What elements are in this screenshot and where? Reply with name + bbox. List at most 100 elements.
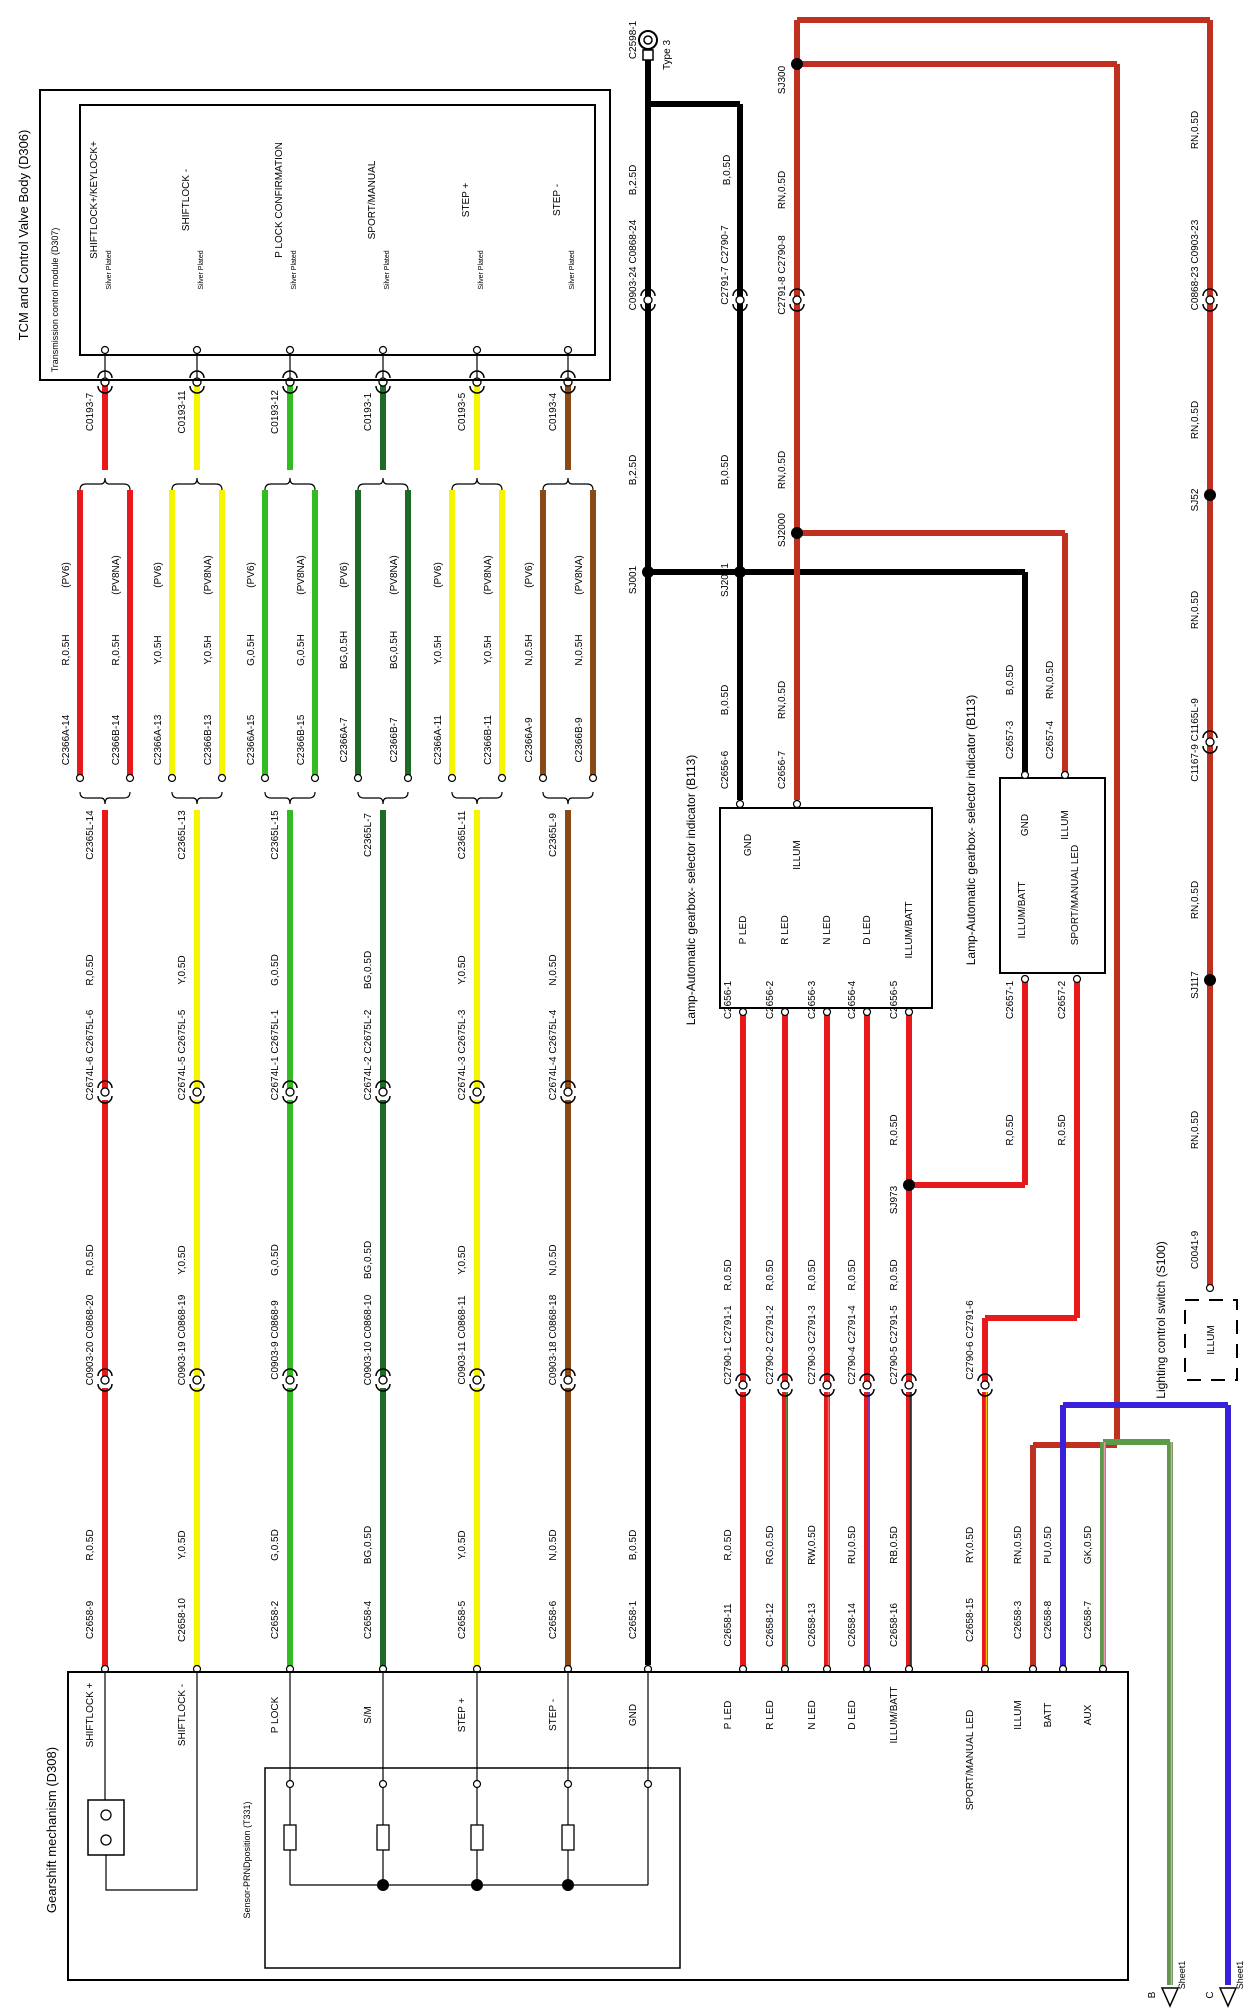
split-brace [451,477,503,491]
join-brace [79,791,131,805]
c2674-connector [100,1087,110,1097]
c2366b-label: C2366B-15 [296,714,307,765]
lamp1-pin [904,1007,914,1017]
wire-label: RN,0.5D [777,171,788,209]
c2366a-label: C2366A-14 [61,714,72,765]
gearshift-pin-label: SHIFTLOCK - [177,1684,188,1746]
lamp1-pin-label: N LED [822,915,833,944]
c2658-1-label: C2658-1 [628,1600,639,1639]
c2658-label: C2658-14 [847,1603,858,1647]
tcm-pin [472,345,482,355]
silver-plated-label: Silver Plated [106,250,113,289]
join-brace [264,791,316,805]
c2656-label: C2656-2 [765,980,776,1019]
c0903-connector [282,1383,298,1392]
c0193-label: C0193-5 [457,392,468,431]
wire-label: R,0.5D [85,1244,96,1275]
wire-label: GK,0.5D [1083,1526,1094,1564]
c2366a-pin [75,773,85,783]
c2790-6-label: C2790-6 C2791-6 [965,1300,976,1380]
c2365l-label: C2365L-11 [457,810,468,859]
c0903-connector [97,1368,113,1377]
c2674-connector [563,1087,573,1097]
c2656-label: C2656-1 [723,980,734,1019]
c2674-connector [560,1095,576,1104]
lamp1-illum-label: ILLUM [792,840,803,869]
wire-label: Y,0.5D [457,1530,468,1559]
pv6-label: (PV6) [433,562,444,588]
c2790-connector [735,1373,751,1382]
sensor-label: Sensor-PRNDposition (T331) [242,1801,252,1918]
sheet-c-arrow [1218,1987,1238,2008]
c2790-connector [859,1388,875,1397]
wire-label: RW,0.5D [807,1525,818,1565]
c2658-label: C2658-9 [85,1600,96,1639]
lamp1-pin-label: ILLUM/BATT [904,901,915,958]
c2790-6-connector [980,1380,990,1390]
c0193-connector [469,385,485,394]
tcm-pin [563,345,573,355]
c0903-connector [192,1375,202,1385]
c0193-connector [375,385,391,394]
wire-label: G,0.5D [270,954,281,986]
sj300-label: SJ300 [777,65,788,94]
sheet-b-label: B [1147,1991,1158,1998]
c0903-label: C0903-18 C0868-18 [548,1294,559,1385]
lamp2-pin-label: ILLUM [1060,810,1071,839]
sheet-c-label: C [1205,1991,1216,1998]
sensor-resistor [470,1824,484,1851]
gearshift-pin-label: GND [628,1704,639,1726]
pv6-label: (PV6) [246,562,257,588]
wire-label: R,0.5D [765,1259,776,1290]
c0903-connector [285,1375,295,1385]
c0903-connector [375,1383,391,1392]
c1167-connector [1202,730,1218,739]
pv6-label: (PV6) [61,562,72,588]
c0193-label: C0193-1 [363,392,374,431]
c0868-23-label: C0868-23 C0903-23 [1190,219,1201,310]
gearshift-pin-label: P LOCK [270,1696,281,1733]
wire-label: RN,0.5D [777,451,788,489]
wire-label: Y,0.5H [203,635,214,664]
split-brace [171,477,223,491]
c0193-connector [560,370,576,379]
c2658-15-label: C2658-15 [965,1598,976,1642]
c2790-connector [777,1373,793,1382]
lamp1-pin [822,1007,832,1017]
c2658-label: C2658-6 [548,1600,559,1639]
lamp1-pin-label: P LED [738,916,749,945]
split-brace [542,477,594,491]
gearshift-pin-label: STEP + [457,1698,468,1733]
c2366b-pin [310,773,320,783]
wire-label: RN,0.5D [1190,591,1201,629]
wire-label: RN,0.5D [1013,1526,1024,1564]
c2674-connector [375,1095,391,1104]
wire-label: Y,0.5H [433,635,444,664]
c2674-label: C2674L-2 C2675L-2 [363,1009,374,1100]
wire-label: R,0.5D [1057,1114,1068,1145]
wire-label: B,2.5D [628,165,639,196]
c2658-label: C2658-2 [270,1600,281,1639]
sj973-dot [903,1179,915,1191]
c0903-24-connector [643,295,653,305]
c2366a-label: C2366A-7 [339,717,350,762]
sensor-resistor [283,1824,297,1851]
lamp2-pin [1060,770,1070,780]
wire-label: G,0.5H [246,634,257,666]
internal-wire [105,1672,198,1891]
c0903-connector [469,1383,485,1392]
c0903-label: C0903-11 C0868-11 [457,1295,468,1385]
wire-label: R,0.5D [723,1259,734,1290]
c2658-label: C2658-10 [177,1598,188,1642]
wire-label: N,0.5D [548,1244,559,1275]
gearshift-pin-label: N LED [807,1700,818,1729]
sj2000-dot [791,527,803,539]
c2674-connector [560,1080,576,1089]
gearshift-pin-label: ILLUM [1013,1700,1024,1729]
wire-label: R,0.5H [111,634,122,665]
c2674-connector [97,1080,113,1089]
c2366b-pin [497,773,507,783]
c2790-connector [822,1380,832,1390]
sensor-pin [472,1779,482,1789]
c2366a-label: C2366A-13 [153,714,164,765]
